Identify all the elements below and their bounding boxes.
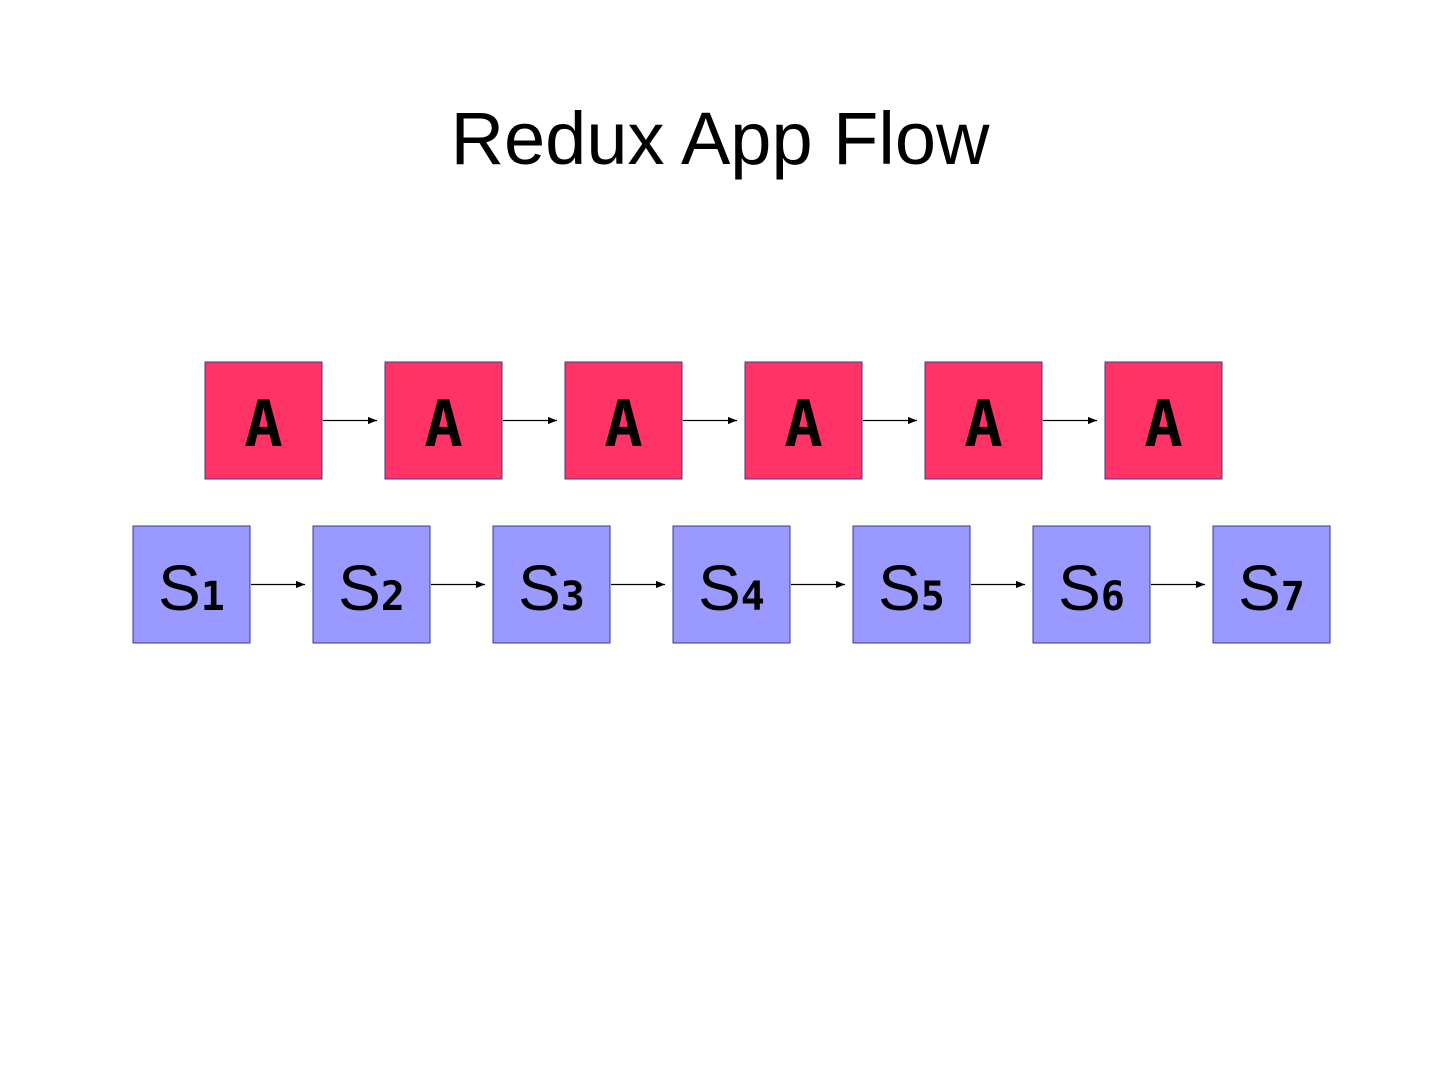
state-subscript: 4	[741, 574, 765, 620]
state-letter: S	[158, 552, 201, 624]
state-node-3: S3	[492, 525, 611, 644]
state-letter: S	[1238, 552, 1281, 624]
state-letter: S	[878, 552, 921, 624]
action-node-6: A	[1104, 361, 1223, 480]
state-box	[672, 525, 791, 644]
state-letter: S	[518, 552, 561, 624]
action-label: A	[424, 388, 463, 462]
state-label: S5	[878, 552, 945, 624]
state-label: S3	[518, 552, 585, 624]
state-subscript: 7	[1281, 574, 1305, 620]
state-node-2: S2	[312, 525, 431, 644]
action-node-4: A	[744, 361, 863, 480]
state-label: S2	[338, 552, 405, 624]
action-node-5: A	[924, 361, 1043, 480]
state-label: S1	[158, 552, 225, 624]
action-node-1: A	[204, 361, 323, 480]
state-box	[1212, 525, 1331, 644]
action-label: A	[604, 388, 643, 462]
state-node-1: S1	[132, 525, 251, 644]
action-node-2: A	[384, 361, 503, 480]
state-subscript: 2	[381, 574, 405, 620]
state-node-7: S7	[1212, 525, 1331, 644]
state-subscript: 5	[921, 574, 945, 620]
state-letter: S	[1058, 552, 1101, 624]
state-label: S7	[1238, 552, 1305, 624]
action-node-3: A	[564, 361, 683, 480]
action-box	[924, 361, 1043, 480]
state-subscript: 3	[561, 574, 585, 620]
state-box	[132, 525, 251, 644]
state-letter: S	[338, 552, 381, 624]
state-subscript: 1	[201, 574, 225, 620]
action-label: A	[784, 388, 823, 462]
action-label: A	[964, 388, 1003, 462]
state-box	[1032, 525, 1151, 644]
action-box	[1104, 361, 1223, 480]
state-box	[312, 525, 431, 644]
state-box	[852, 525, 971, 644]
state-label: S6	[1058, 552, 1125, 624]
state-box	[492, 525, 611, 644]
state-node-6: S6	[1032, 525, 1151, 644]
state-node-5: S5	[852, 525, 971, 644]
state-label: S4	[698, 552, 765, 624]
action-box	[744, 361, 863, 480]
action-box	[564, 361, 683, 480]
page-title: Redux App Flow	[450, 97, 990, 180]
action-label: A	[244, 388, 283, 462]
state-node-4: S4	[672, 525, 791, 644]
action-box	[384, 361, 503, 480]
action-label: A	[1144, 388, 1183, 462]
state-letter: S	[698, 552, 741, 624]
action-box	[204, 361, 323, 480]
state-subscript: 6	[1101, 574, 1125, 620]
